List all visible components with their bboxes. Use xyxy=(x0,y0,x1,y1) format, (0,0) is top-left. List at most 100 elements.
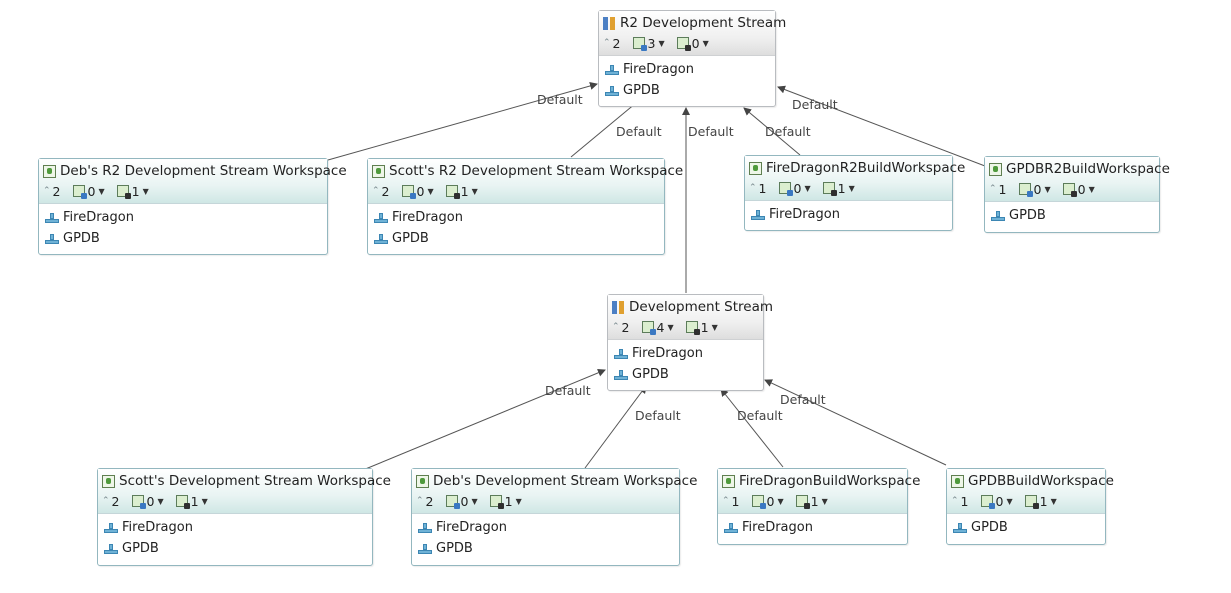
flow-target-count: ⌃2 xyxy=(612,320,630,335)
outgoing-count-dropdown[interactable]: 1▼ xyxy=(795,494,828,509)
flow-edge-scott-r2-to-r2[interactable] xyxy=(570,97,643,158)
incoming-count-dropdown[interactable]: 0▼ xyxy=(131,494,164,509)
flow-target-count-value: 2 xyxy=(52,183,61,199)
node-title: Scott's R2 Development Stream Workspace xyxy=(389,163,684,179)
incoming-count-dropdown[interactable]: 0▼ xyxy=(72,183,105,199)
component-item[interactable]: GPDB xyxy=(104,538,366,559)
incoming-count-dropdown[interactable]: 0▼ xyxy=(401,183,434,199)
component-item[interactable]: FireDragon xyxy=(724,517,901,538)
outgoing-changes-icon xyxy=(175,495,190,509)
component-item[interactable]: FireDragon xyxy=(374,207,658,228)
node-title-row: FireDragonBuildWorkspace xyxy=(722,471,920,491)
incoming-count-dropdown[interactable]: 3▼ xyxy=(632,36,665,51)
component-item[interactable]: GPDB xyxy=(953,517,1099,538)
component-item[interactable]: FireDragon xyxy=(418,517,673,538)
component-label: FireDragon xyxy=(623,62,694,77)
component-label: FireDragon xyxy=(632,346,703,361)
component-item[interactable]: FireDragon xyxy=(45,207,321,228)
component-item[interactable]: FireDragon xyxy=(605,59,769,80)
component-item[interactable]: GPDB xyxy=(991,205,1153,226)
flow-target-count: ⌃2 xyxy=(603,36,621,51)
double-chevron-up-icon: ⌃ xyxy=(372,185,380,196)
incoming-count-dropdown[interactable]: 4▼ xyxy=(641,320,674,335)
component-item[interactable]: GPDB xyxy=(374,228,658,249)
double-chevron-up-icon: ⌃ xyxy=(951,495,959,506)
component-icon xyxy=(104,543,118,554)
double-chevron-up-icon: ⌃ xyxy=(612,321,620,332)
outgoing-count-dropdown[interactable]: 1▼ xyxy=(175,494,208,509)
outgoing-count-value: 0 xyxy=(691,35,700,51)
component-list: GPDB xyxy=(947,513,1105,540)
incoming-count-value: 0 xyxy=(766,493,775,509)
incoming-count-dropdown[interactable]: 0▼ xyxy=(778,181,811,196)
outgoing-count-dropdown[interactable]: 1▼ xyxy=(116,184,149,199)
flow-edge-deb-r2-to-r2[interactable] xyxy=(327,82,598,161)
double-chevron-up-icon: ⌃ xyxy=(416,495,424,506)
incoming-changes-icon xyxy=(641,321,656,335)
flow-edge-gpdb-build-to-dev[interactable] xyxy=(764,379,947,466)
edge-label: Default xyxy=(616,124,662,139)
outgoing-changes-icon xyxy=(795,495,810,509)
double-chevron-up-icon: ⌃ xyxy=(989,183,997,194)
dropdown-arrow-icon: ▼ xyxy=(98,186,105,196)
outgoing-count-dropdown[interactable]: 1▼ xyxy=(1024,494,1057,509)
incoming-count-dropdown[interactable]: 0▼ xyxy=(980,494,1013,509)
node-title-row: R2 Development Stream xyxy=(603,13,786,33)
incoming-count-value: 0 xyxy=(416,183,425,199)
edge-label: Default xyxy=(765,124,811,139)
flow-edge-fd-build-to-dev[interactable] xyxy=(720,388,784,468)
node-title-row: GPDBBuildWorkspace xyxy=(951,471,1114,491)
component-item[interactable]: GPDB xyxy=(418,538,673,559)
component-icon xyxy=(614,348,628,359)
outgoing-count-dropdown[interactable]: 1▼ xyxy=(489,494,522,509)
outgoing-count-dropdown[interactable]: 0▼ xyxy=(1062,182,1095,197)
flow-edge-fd-r2-build-to-r2[interactable] xyxy=(743,107,801,156)
component-item[interactable]: GPDB xyxy=(45,228,321,249)
component-item[interactable]: GPDB xyxy=(614,364,757,385)
workspace-icon xyxy=(749,161,762,175)
component-item[interactable]: FireDragon xyxy=(614,343,757,364)
node-title: FireDragonBuildWorkspace xyxy=(739,473,921,489)
incoming-count-value: 0 xyxy=(87,183,96,199)
component-icon xyxy=(991,210,1005,221)
outgoing-count-value: 1 xyxy=(837,180,846,196)
flow-edge-gpdb-r2-build-to-r2[interactable] xyxy=(777,85,986,167)
flow-target-count-value: 1 xyxy=(998,181,1007,197)
component-icon xyxy=(418,522,432,533)
outgoing-count-dropdown[interactable]: 0▼ xyxy=(676,35,709,51)
node-counts: ⌃2 3▼ 0▼ xyxy=(603,33,771,55)
workspace-node-scott-r2[interactable]: Scott's R2 Development Stream Workspace ⌃… xyxy=(367,158,683,255)
flow-edge-scott-dev-to-dev[interactable] xyxy=(362,368,606,471)
component-list: FireDragon xyxy=(745,200,952,227)
incoming-count-value: 0 xyxy=(1033,181,1042,197)
node-header: Scott's R2 Development Stream Workspace ⌃… xyxy=(368,159,683,203)
flow-target-count: ⌃2 xyxy=(43,184,61,199)
edge-label: Default xyxy=(545,383,591,398)
flow-edge-deb-dev-to-dev[interactable] xyxy=(584,385,647,469)
edge-label: Default xyxy=(537,92,583,107)
incoming-count-dropdown[interactable]: 0▼ xyxy=(1018,181,1051,197)
component-item[interactable]: FireDragon xyxy=(751,204,946,225)
outgoing-count-dropdown[interactable]: 1▼ xyxy=(822,180,855,196)
outgoing-count-dropdown[interactable]: 1▼ xyxy=(445,184,478,199)
component-item[interactable]: FireDragon xyxy=(104,517,366,538)
incoming-count-dropdown[interactable]: 0▼ xyxy=(751,493,784,509)
component-item[interactable]: GPDB xyxy=(605,80,769,101)
incoming-count-dropdown[interactable]: 0▼ xyxy=(445,494,478,509)
outgoing-count-dropdown[interactable]: 1▼ xyxy=(685,320,718,335)
